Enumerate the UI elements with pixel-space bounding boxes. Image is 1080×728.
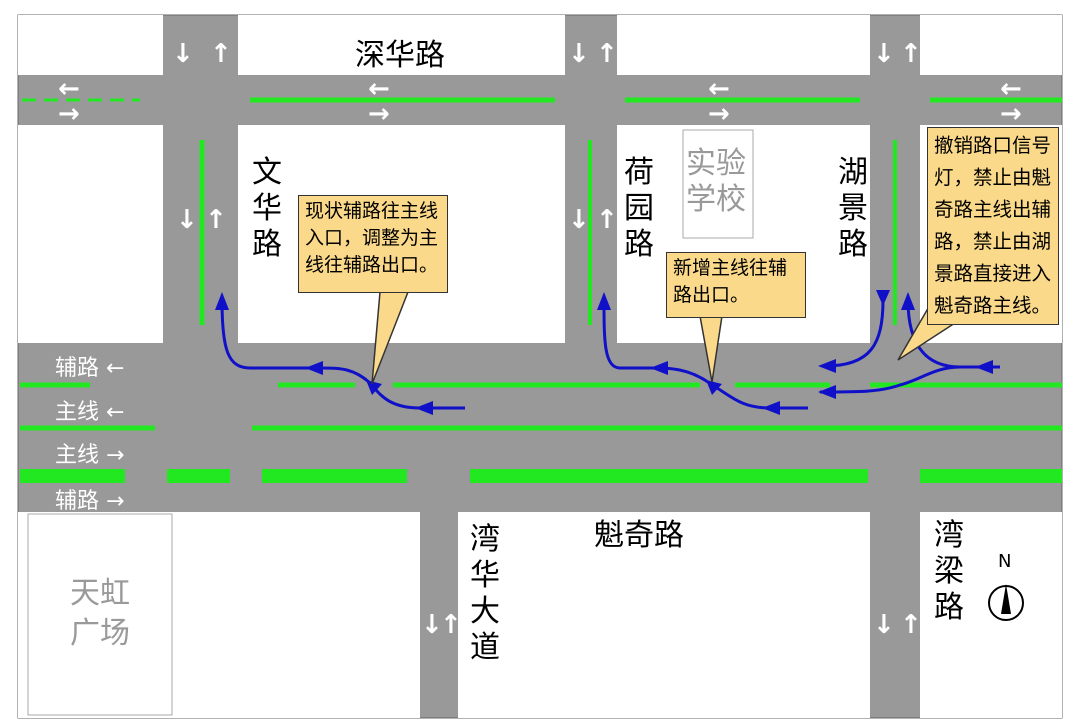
svg-text:↑: ↑ (210, 39, 232, 69)
road-label-kuiqi: 魁奇路 (594, 518, 684, 553)
road-label-wanliang: 湾梁路 (934, 518, 964, 625)
tianhong-plaza-box (27, 513, 173, 716)
svg-text:→: → (368, 99, 390, 129)
svg-text:↑: ↑ (440, 610, 462, 640)
arrow-right-icon: → (106, 489, 125, 514)
svg-text:↑: ↑ (900, 39, 922, 69)
school-label: 实验学校 (686, 146, 746, 217)
svg-text:↓: ↓ (568, 39, 590, 69)
route-arrowheads (215, 290, 993, 415)
svg-text:↑: ↑ (596, 205, 618, 235)
traffic-routes (220, 299, 1000, 410)
svg-text:↓: ↓ (873, 39, 895, 69)
svg-text:↓: ↓ (176, 205, 198, 235)
road-label-shenhua: 深华路 (355, 38, 445, 73)
arrow-left-icon: ← (106, 400, 125, 425)
svg-text:←: ← (58, 74, 80, 104)
road-label-hujing: 湖景路 (838, 155, 868, 262)
svg-text:↑: ↑ (900, 610, 922, 640)
arrow-right-icon: → (106, 443, 125, 468)
callout-heyuan: 新增主线往辅路出口。 (666, 252, 806, 318)
svg-text:→: → (708, 99, 730, 129)
direction-arrows: ↓↑ ↓↑ ↓↑ ←→ ←→ ←→ ←→ ↓↑ ↓↑ ↓↑ ↓↑ (58, 39, 1022, 640)
arrow-left-icon: ← (106, 356, 125, 381)
lane-label: 辅路 (55, 356, 100, 381)
svg-text:↑: ↑ (596, 39, 618, 69)
svg-text:←: ← (1000, 74, 1022, 104)
svg-text:↓: ↓ (873, 610, 895, 640)
callout-hujing: 撤销路口信号灯，禁止由魁奇路主线出辅路，禁止由湖景路直接进入魁奇路主线。 (927, 127, 1059, 325)
compass-north-label: N (998, 551, 1012, 572)
compass-icon (988, 584, 1024, 621)
lane-label: 主线 (55, 400, 100, 425)
svg-text:↓: ↓ (568, 205, 590, 235)
svg-text:↑: ↑ (205, 205, 227, 235)
road-label-heyuan: 荷园路 (624, 155, 654, 262)
lane-markings (20, 97, 1062, 483)
svg-text:←: ← (368, 74, 390, 104)
lane-label: 辅路 (55, 489, 100, 514)
school-box (682, 129, 754, 239)
road-label-wanhua: 湾华大道 (470, 522, 500, 665)
svg-text:→: → (1000, 99, 1022, 129)
svg-text:→: → (58, 99, 80, 129)
road-label-wenhua: 文华路 (252, 155, 282, 262)
lane-label: 主线 (55, 443, 100, 468)
svg-text:↓: ↓ (421, 610, 443, 640)
tianhong-plaza-label: 天虹广场 (70, 576, 130, 651)
callout-wenhua: 现状辅路往主线入口，调整为主线往辅路出口。 (298, 195, 448, 293)
svg-text:←: ← (708, 74, 730, 104)
svg-text:↓: ↓ (172, 39, 194, 69)
